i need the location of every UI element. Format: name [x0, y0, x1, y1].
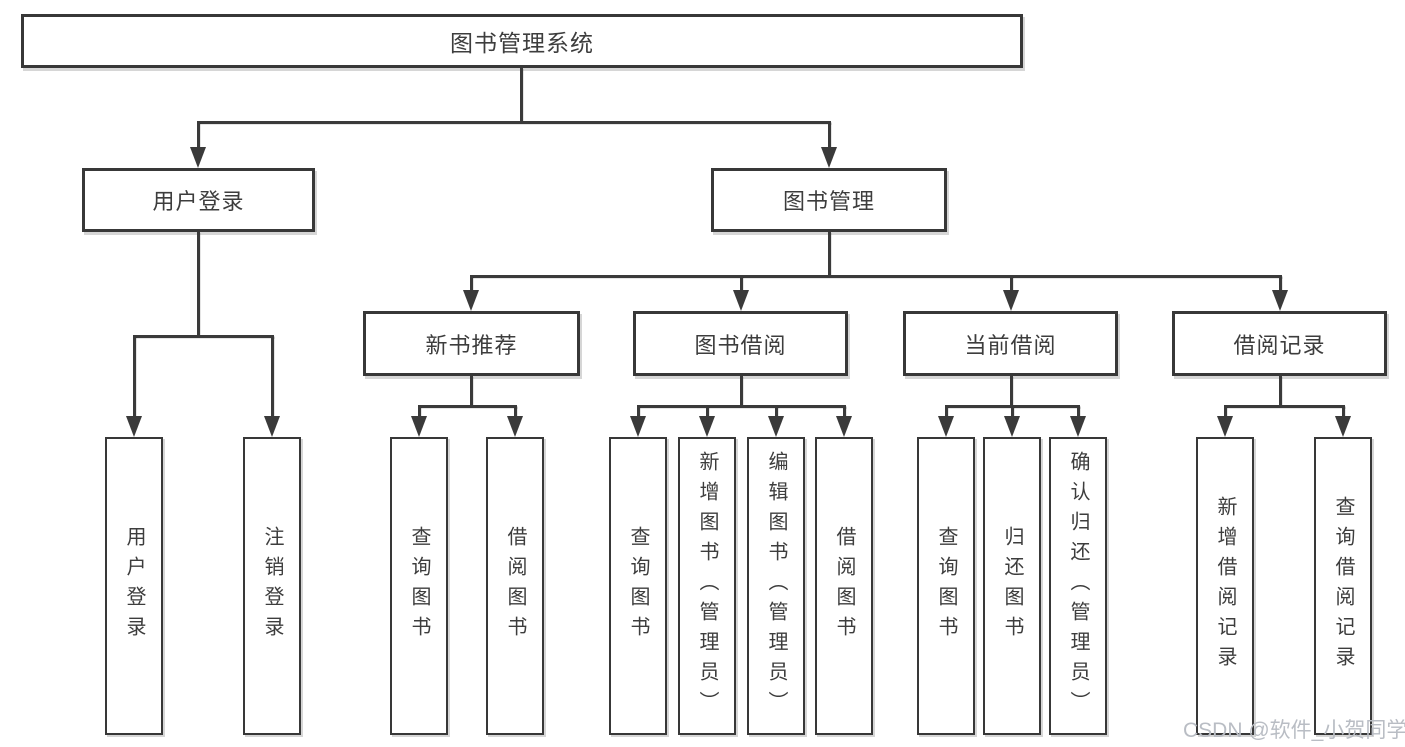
arrow-down-icon: [411, 416, 427, 437]
node-label: 用户登录: [152, 189, 245, 214]
leaf-borrow-books: 借阅图书: [486, 437, 544, 735]
connector-line: [740, 276, 743, 292]
connector-line: [197, 232, 200, 336]
node-user-login: 用户登录: [82, 168, 315, 232]
connector-line: [1224, 405, 1345, 408]
connector-line: [133, 336, 136, 418]
connector-line: [740, 376, 743, 406]
arrow-down-icon: [190, 147, 206, 168]
connector-line: [1011, 406, 1014, 418]
node-book-borrow: 图书借阅: [633, 311, 848, 376]
connector-line: [1279, 376, 1282, 406]
connector-line: [271, 336, 274, 418]
node-borrow-records: 借阅记录: [1172, 311, 1387, 376]
leaf-add-book-admin: 新增图书（管理员）: [678, 437, 736, 735]
leaf-label: 用户登录: [123, 526, 145, 646]
leaf-label: 新增图书（管理员）: [696, 451, 718, 721]
arrow-down-icon: [699, 416, 715, 437]
arrow-down-icon: [463, 290, 479, 311]
leaf-query-borrow-record: 查询借阅记录: [1314, 437, 1372, 735]
node-new-book-recommend: 新书推荐: [363, 311, 580, 376]
arrow-down-icon: [836, 416, 852, 437]
connector-line: [828, 232, 831, 276]
connector-line: [1279, 276, 1282, 292]
node-label: 新书推荐: [425, 332, 518, 358]
connector-line: [197, 121, 831, 124]
connector-line: [1010, 376, 1013, 406]
connector-line: [418, 406, 421, 418]
connector-line: [828, 122, 831, 150]
connector-line: [470, 275, 1282, 278]
leaf-borrow-books: 借阅图书: [815, 437, 873, 735]
node-label: 图书借阅: [694, 332, 787, 358]
leaf-label: 查询图书: [627, 526, 649, 646]
node-root-system: 图书管理系统: [21, 14, 1023, 68]
leaf-label: 借阅图书: [833, 526, 855, 646]
arrow-down-icon: [1003, 290, 1019, 311]
connector-line: [470, 276, 473, 292]
arrow-down-icon: [821, 147, 837, 168]
arrow-down-icon: [630, 416, 646, 437]
leaf-label: 归还图书: [1001, 526, 1023, 646]
arrow-down-icon: [768, 416, 784, 437]
leaf-query-books: 查询图书: [390, 437, 448, 735]
leaf-user-login: 用户登录: [105, 437, 163, 735]
connector-line: [843, 406, 846, 418]
node-book-management: 图书管理: [711, 168, 947, 232]
connector-line: [775, 406, 778, 418]
arrow-down-icon: [733, 290, 749, 311]
arrow-down-icon: [264, 416, 280, 437]
connector-line: [637, 405, 846, 408]
leaf-query-books: 查询图书: [917, 437, 975, 735]
arrow-down-icon: [1217, 416, 1233, 437]
connector-line: [418, 405, 517, 408]
connector-line: [1010, 276, 1013, 292]
arrow-down-icon: [507, 416, 523, 437]
leaf-label: 查询图书: [408, 526, 430, 646]
watermark: CSDN @软件_小贺同学: [1183, 719, 1405, 742]
connector-line: [1077, 406, 1080, 418]
node-label: 图书管理系统: [450, 30, 594, 56]
connector-line: [637, 406, 640, 418]
leaf-label: 借阅图书: [504, 526, 526, 646]
node-label: 当前借阅: [964, 332, 1057, 358]
connector-line: [197, 122, 200, 150]
leaf-query-books: 查询图书: [609, 437, 667, 735]
leaf-edit-book-admin: 编辑图书（管理员）: [747, 437, 805, 735]
leaf-label: 注销登录: [261, 526, 283, 646]
connector-line: [1342, 406, 1345, 418]
node-label: 借阅记录: [1233, 332, 1326, 358]
connector-line: [1224, 406, 1227, 418]
arrow-down-icon: [1272, 290, 1288, 311]
node-label: 图书管理: [782, 189, 875, 214]
leaf-confirm-return-admin: 确认归还（管理员）: [1049, 437, 1107, 735]
leaf-label: 确认归还（管理员）: [1067, 451, 1089, 721]
leaf-label: 查询借阅记录: [1332, 496, 1354, 676]
arrow-down-icon: [1335, 416, 1351, 437]
leaf-return-books: 归还图书: [983, 437, 1041, 735]
leaf-label: 查询图书: [935, 526, 957, 646]
connector-line: [133, 335, 274, 338]
connector-line: [945, 406, 948, 418]
connector-line: [706, 406, 709, 418]
arrow-down-icon: [1004, 416, 1020, 437]
arrow-down-icon: [1070, 416, 1086, 437]
leaf-logout: 注销登录: [243, 437, 301, 735]
arrow-down-icon: [938, 416, 954, 437]
node-current-borrow: 当前借阅: [903, 311, 1118, 376]
connector-line: [470, 376, 473, 406]
arrow-down-icon: [126, 416, 142, 437]
connector-line: [520, 68, 523, 122]
leaf-label: 新增借阅记录: [1214, 496, 1236, 676]
leaf-add-borrow-record: 新增借阅记录: [1196, 437, 1254, 735]
leaf-label: 编辑图书（管理员）: [765, 451, 787, 721]
connector-line: [514, 406, 517, 418]
